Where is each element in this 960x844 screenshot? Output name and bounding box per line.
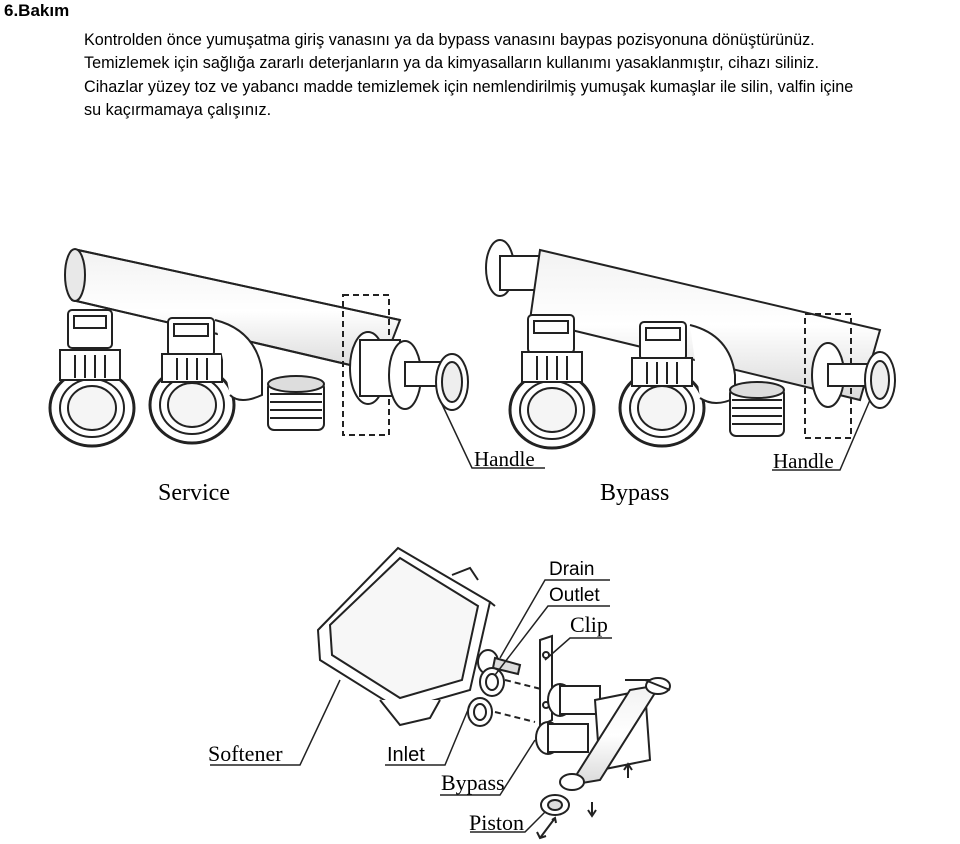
exploded-view-drawing [210,546,671,840]
paragraph-line-3: Cihazlar yüzey toz ve yabancı madde temi… [84,78,854,96]
clip-label: Clip [570,612,608,637]
piston-label: Piston [469,810,524,835]
bypass-assembly [535,677,671,791]
service-right-port [148,317,236,445]
paragraph-line-4: su kaçırmamaya çalışınız. [84,101,272,119]
section-heading: 6.Bakım [4,1,70,20]
bypass-valve-drawing [485,239,896,471]
bypass-right-port [618,321,706,448]
service-left-port [48,309,136,448]
bypass-caption: Bypass [600,480,669,506]
paragraph-line-1: Kontrolden önce yumuşatma giriş vanasını… [84,31,815,49]
paragraph-line-2: Temizlemek için sağlığa zararlı deterjan… [84,54,820,72]
inlet-label: Inlet [387,744,425,766]
softener-ports [467,649,522,727]
service-valve-drawing [48,248,545,469]
bypass-handle [811,342,896,409]
drain-label: Drain [549,559,594,580]
bypass-left-port [508,314,596,450]
piston-part [540,794,570,816]
softener-label: Softener [208,741,283,766]
service-caption: Service [158,480,230,506]
service-handle [349,331,469,411]
service-plug [267,375,325,431]
bypass-plug [729,381,785,437]
bypass-label: Bypass [441,770,505,795]
outlet-label: Outlet [549,585,600,606]
bypass-handle-label: Handle [773,449,834,473]
clip-part [539,634,553,728]
softener-head [316,546,496,727]
service-handle-label: Handle [474,447,535,471]
